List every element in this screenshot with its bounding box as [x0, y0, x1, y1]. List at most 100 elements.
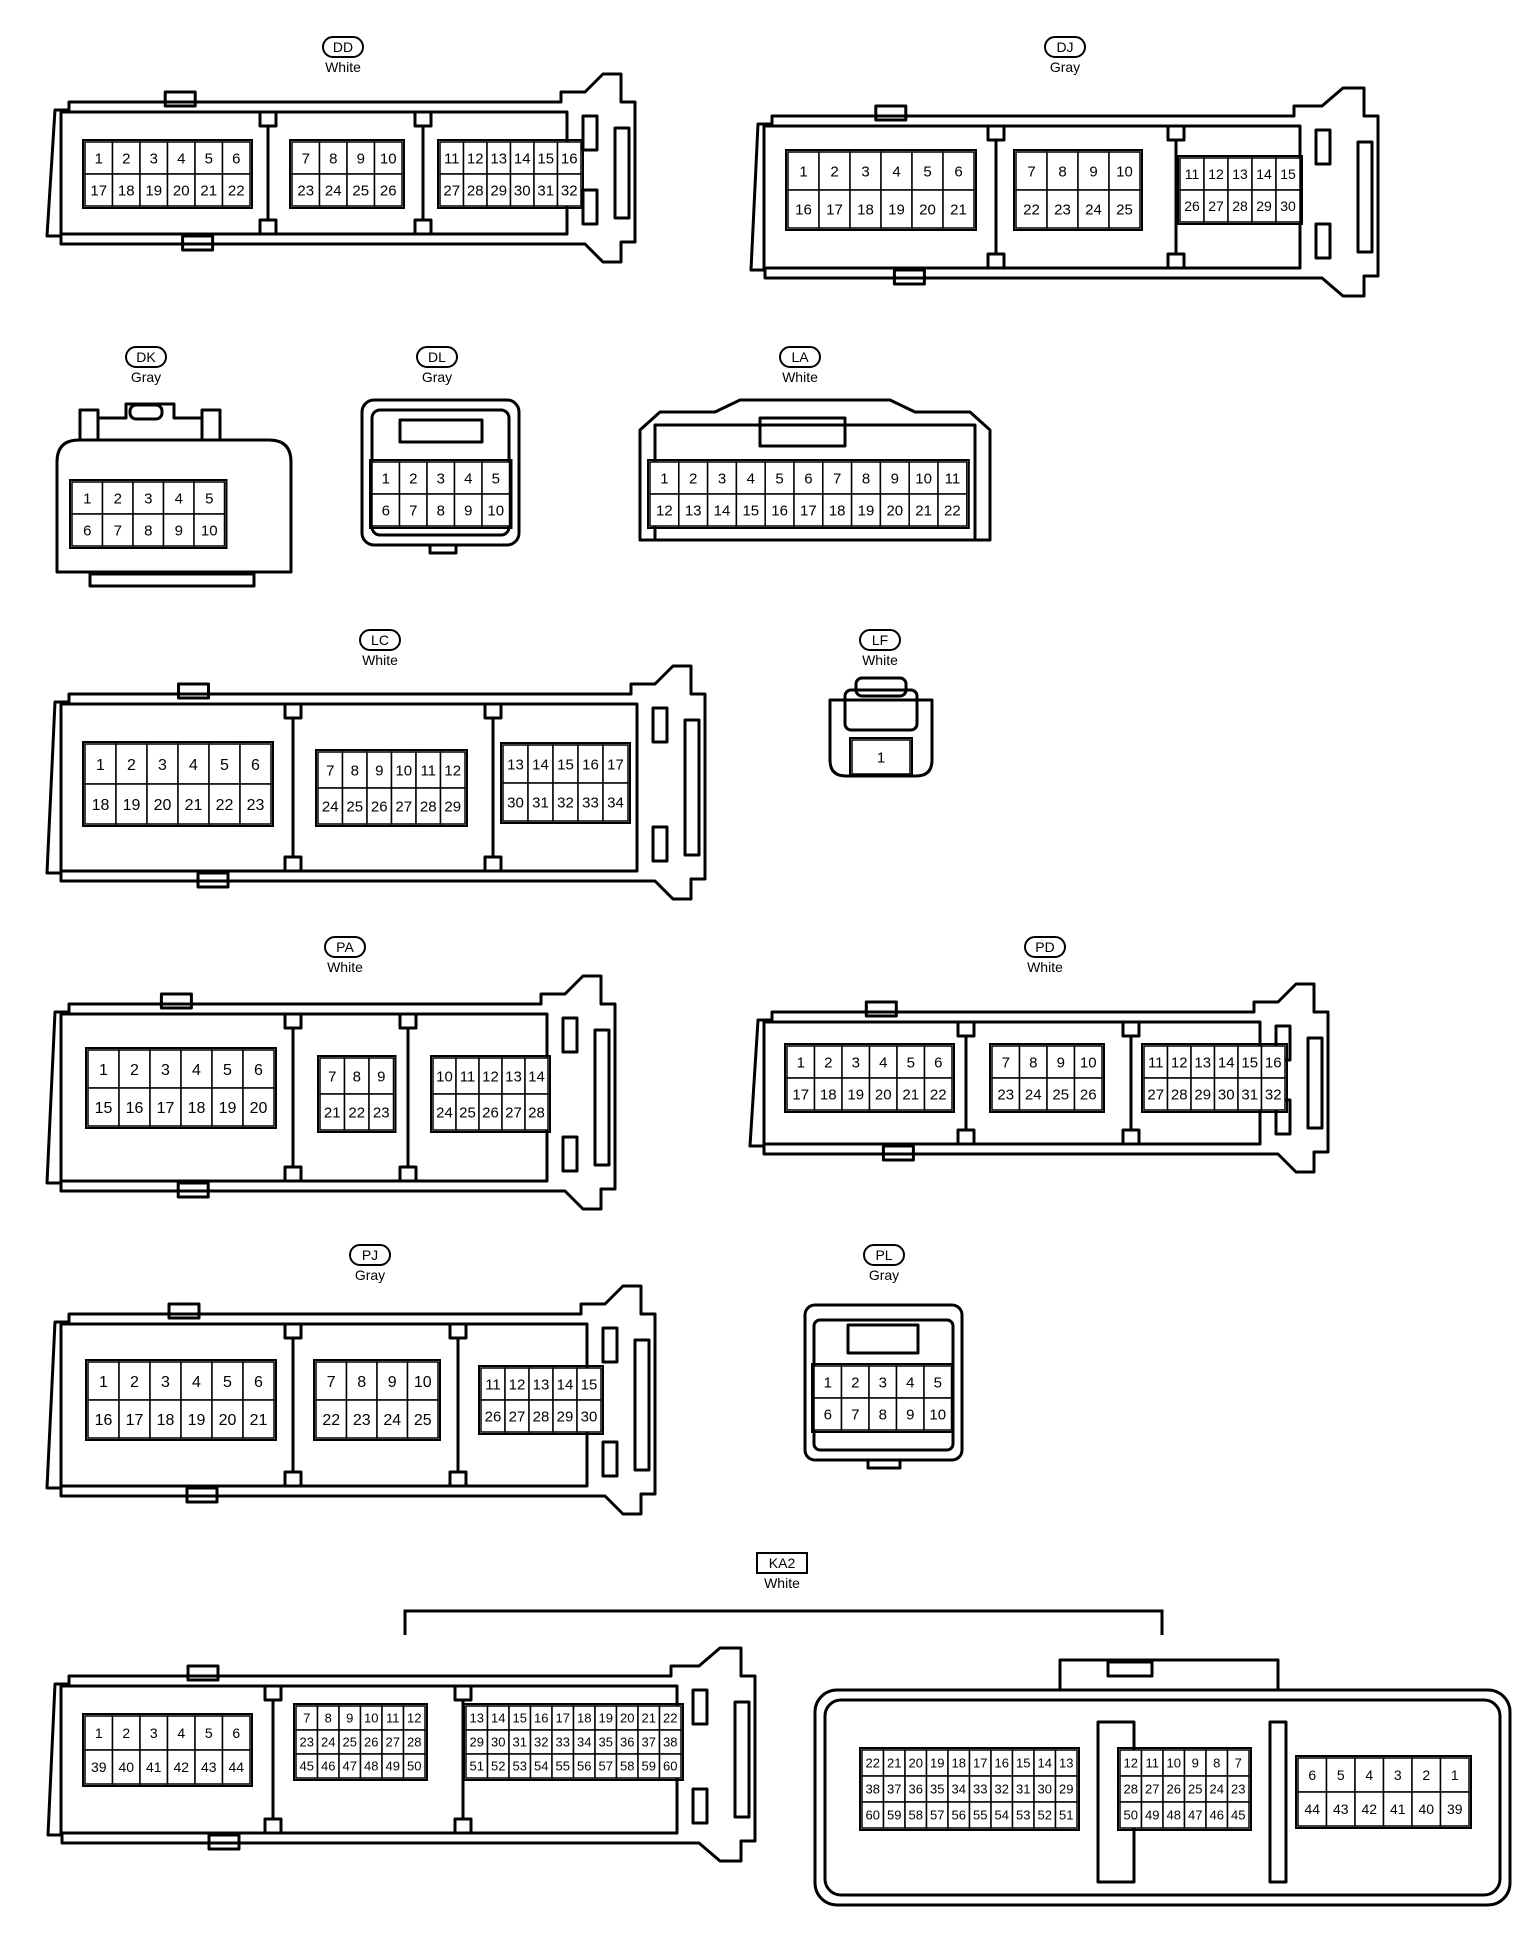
pin-number: 25: [1116, 201, 1133, 218]
pin-number: 56: [952, 1808, 966, 1823]
connector-id-pill: [324, 936, 366, 958]
pin-number: 49: [386, 1759, 400, 1774]
connector-id-pill: [1024, 936, 1066, 958]
pin-number: 29: [490, 182, 507, 199]
housing-outline: [78, 402, 222, 440]
pin-number: 23: [997, 1086, 1014, 1103]
pin-number: 22: [216, 797, 234, 814]
pin-number: 21: [915, 502, 932, 519]
pin-cell: [480, 1399, 506, 1433]
pin-number: 21: [250, 1412, 268, 1429]
pin-number: 6: [232, 150, 240, 167]
pin-number: 59: [642, 1759, 656, 1774]
pin-number: 1: [83, 490, 91, 507]
housing-outline: [854, 676, 908, 698]
housing-outline: [88, 572, 256, 588]
pin-number: 24: [325, 182, 342, 199]
ka2-bracket-line: [403, 1609, 1164, 1635]
housing-outline: [453, 1817, 473, 1835]
pin-number: 11: [1185, 166, 1200, 182]
pin-number: 42: [1361, 1801, 1377, 1817]
connector-id-label: PL: [875, 1247, 892, 1263]
pin-number: 43: [1333, 1801, 1349, 1817]
pin-number: 6: [1308, 1767, 1316, 1783]
pin-number: 10: [201, 522, 218, 539]
pin-number: 14: [1218, 1054, 1235, 1071]
pin-number: 24: [1025, 1086, 1042, 1103]
pin-cell: [849, 189, 882, 229]
pin-number: 51: [1059, 1808, 1073, 1823]
pin-number: 18: [157, 1412, 175, 1429]
pin-number: 10: [929, 1406, 946, 1423]
pin-cell: [101, 513, 134, 547]
pin-number: 11: [444, 150, 460, 167]
pin-number: 13: [533, 1376, 550, 1393]
pin-cell: [706, 461, 738, 495]
pin-number: 32: [1265, 1086, 1282, 1103]
housing-slot: [185, 1486, 219, 1504]
pin-number: 26: [380, 182, 397, 199]
pin-cell: [239, 783, 272, 825]
pin-cell: [346, 173, 376, 207]
pin-number: 8: [1029, 1054, 1037, 1071]
housing-slot: [892, 268, 926, 286]
housing-outline: [1058, 1658, 1280, 1692]
pin-cell: [139, 173, 169, 207]
connector-color-label: Gray: [1050, 59, 1080, 75]
pin-cell: [602, 782, 629, 822]
pin-cell: [502, 782, 529, 822]
pin-cell: [149, 1399, 182, 1439]
connector-id-label: KA2: [769, 1555, 796, 1571]
housing-slot: [593, 1028, 611, 1167]
pin-number: 16: [795, 201, 812, 218]
pin-number: 9: [1192, 1756, 1199, 1771]
pin-number: 20: [250, 1100, 268, 1117]
pin-cell: [146, 743, 179, 785]
pin-number: 1: [799, 163, 807, 180]
pin-number: 16: [126, 1100, 144, 1117]
pin-cell: [453, 461, 483, 495]
pin-number: 59: [887, 1808, 901, 1823]
pin-number: 18: [952, 1756, 966, 1771]
pin-number: 1: [824, 1374, 832, 1391]
housing-outline: [45, 72, 637, 264]
pin-number: 56: [577, 1759, 591, 1774]
pin-number: 23: [247, 797, 265, 814]
pin-number: 6: [804, 470, 812, 487]
housing-outline: [843, 688, 919, 732]
housing-outline: [59, 702, 639, 873]
pin-cell: [813, 1397, 843, 1431]
pin-cell: [735, 493, 766, 527]
pin-number: 36: [909, 1782, 923, 1797]
pin-number: 11: [1148, 1054, 1164, 1071]
housing-outline: [398, 1012, 418, 1030]
pin-number: 31: [1241, 1086, 1258, 1103]
pin-number: 1: [96, 757, 105, 774]
pin-number: 25: [343, 1735, 357, 1750]
pin-number: 37: [642, 1735, 656, 1750]
housing-outline: [1121, 1020, 1141, 1038]
housing-slot: [683, 718, 701, 857]
pin-number: 14: [1038, 1756, 1052, 1771]
housing-slot: [163, 90, 197, 108]
pin-number: 19: [599, 1711, 613, 1726]
pin-cell: [118, 1087, 151, 1127]
pin-number: 22: [663, 1711, 677, 1726]
pin-number: 6: [934, 1054, 942, 1071]
pin-number: 4: [1365, 1767, 1373, 1783]
pin-number: 13: [470, 1711, 484, 1726]
pin-number: 27: [1145, 1782, 1159, 1797]
pin-number: 19: [930, 1756, 944, 1771]
connector-id-label: PJ: [362, 1247, 378, 1263]
pin-number: 7: [327, 1374, 336, 1391]
pin-number: 42: [173, 1759, 189, 1775]
pin-number: 28: [533, 1408, 550, 1425]
pin-number: 4: [747, 470, 755, 487]
pin-number: 21: [902, 1086, 919, 1103]
